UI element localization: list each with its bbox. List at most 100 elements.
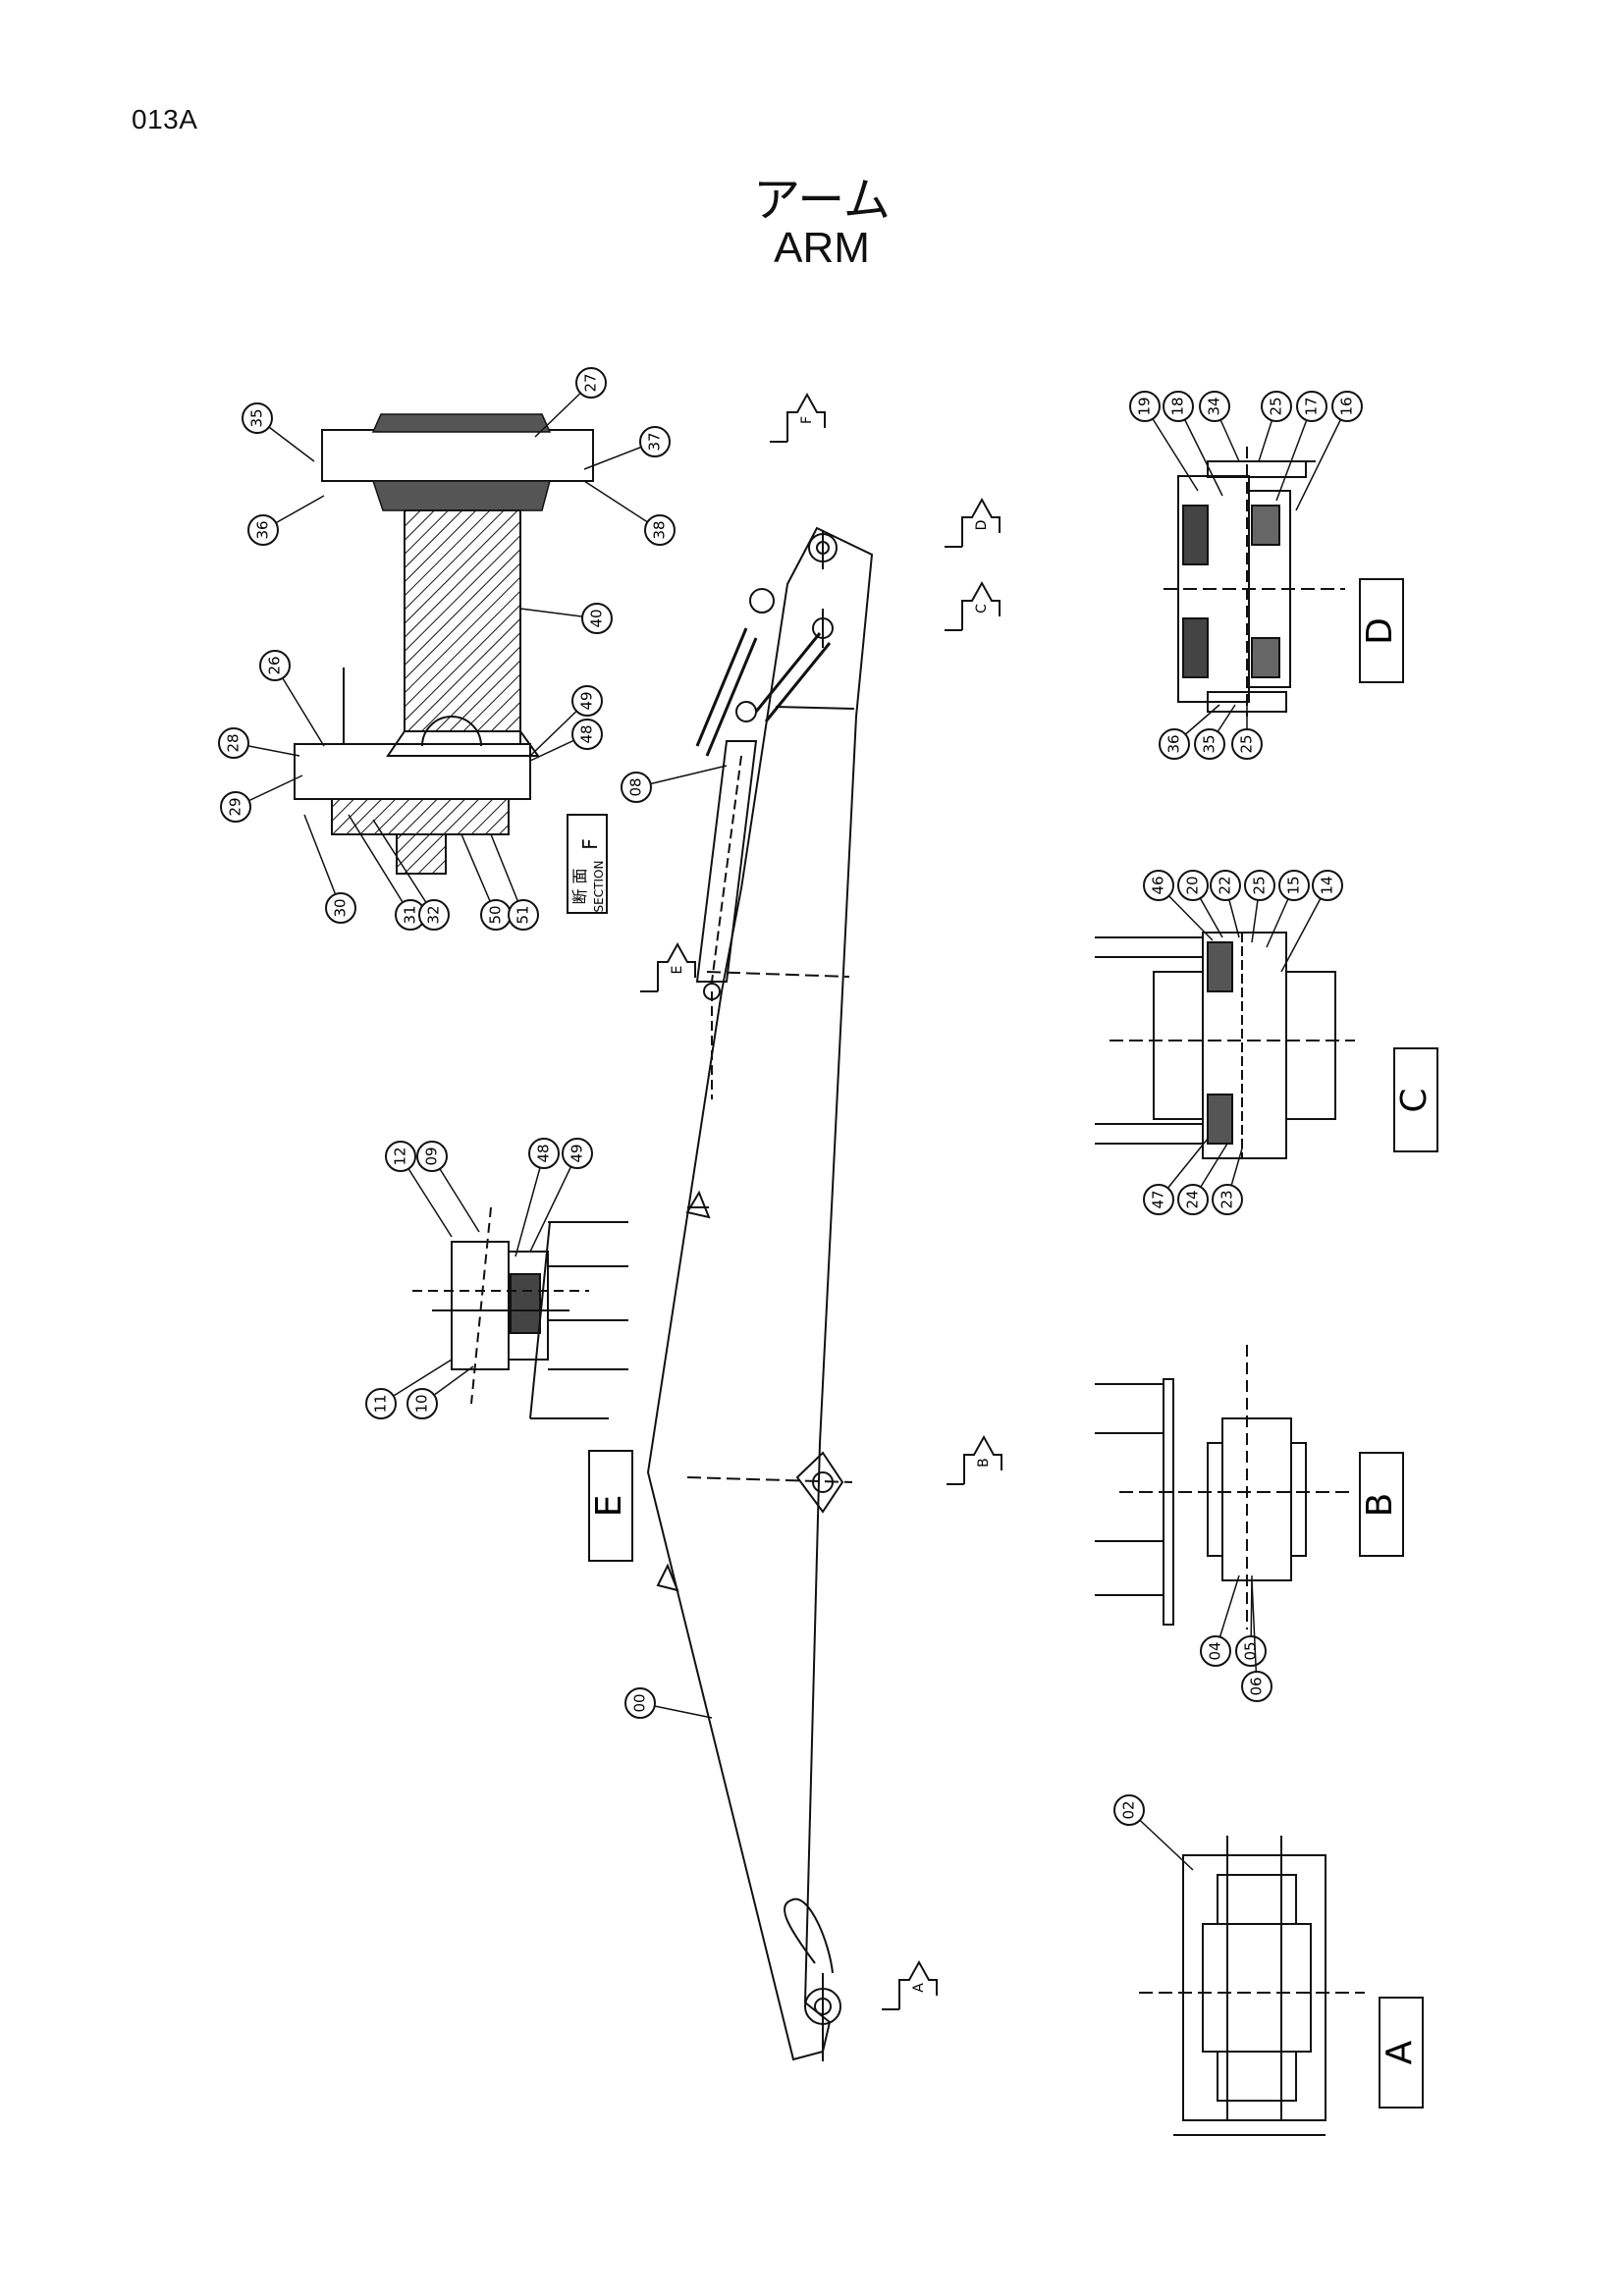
callout-number: 06 xyxy=(1248,1677,1266,1695)
callout-bubble: 27 xyxy=(534,367,607,438)
callout-number: 14 xyxy=(1319,876,1336,894)
view-label-e-text: E xyxy=(589,1495,629,1518)
view-a-drawing xyxy=(1139,1836,1365,2136)
callout-number: 11 xyxy=(372,1394,390,1413)
callout-bubble: 46 xyxy=(1143,870,1214,941)
callout-number: 25 xyxy=(1268,397,1285,415)
callout-number: 24 xyxy=(1184,1190,1202,1208)
view-label-a: A xyxy=(1379,1997,1424,2109)
callout-number: 00 xyxy=(631,1693,649,1712)
view-arrow-letter: F xyxy=(799,416,815,424)
view-arrow-marker: B xyxy=(947,1434,1002,1485)
page-code: 013A xyxy=(132,104,198,134)
view-c-drawing xyxy=(1095,932,1355,1159)
callout-bubble: 48 xyxy=(529,719,603,762)
callout-number: 17 xyxy=(1303,397,1321,415)
callout-number: 48 xyxy=(535,1144,553,1162)
view-arrow-marker: F xyxy=(770,392,826,443)
callout-bubble: 34 xyxy=(1199,391,1240,462)
callout-bubble: 26 xyxy=(259,650,325,747)
callout-number: 25 xyxy=(1238,734,1256,753)
callout-bubble: 28 xyxy=(218,727,300,759)
callout-bubble: 10 xyxy=(406,1365,474,1419)
callout-bubble: 04 xyxy=(1200,1575,1240,1667)
callout-number: 49 xyxy=(578,691,596,710)
callout-bubble: 29 xyxy=(220,774,303,823)
callout-number: 36 xyxy=(1165,734,1183,753)
callout-number: 25 xyxy=(1251,876,1269,894)
callout-bubble: 37 xyxy=(583,426,671,470)
callout-bubble: 23 xyxy=(1212,1148,1243,1215)
callout-number: 29 xyxy=(227,797,244,816)
view-label-e: E xyxy=(588,1450,633,1562)
view-label-a-text: A xyxy=(1380,2040,1420,2064)
callout-number: 02 xyxy=(1120,1800,1138,1819)
callout-bubble: 11 xyxy=(365,1359,453,1419)
callout-bubble: 25 xyxy=(1231,705,1263,760)
callout-number: 05 xyxy=(1242,1641,1260,1660)
callout-bubble: 06 xyxy=(1241,1579,1272,1702)
callout-number: 40 xyxy=(588,609,606,627)
callout-bubble: 40 xyxy=(519,603,613,634)
callout-number: 23 xyxy=(1218,1190,1236,1208)
view-label-b: B xyxy=(1359,1452,1404,1557)
callout-bubble: 30 xyxy=(303,814,356,924)
callout-number: 28 xyxy=(225,733,243,752)
callouts: 35 36 27 37 38 40 26 49 48 28 29 30 31 32 50 51 12 09 48 49… xyxy=(218,367,1363,1871)
callout-number: 08 xyxy=(627,777,645,796)
callout-bubble: 24 xyxy=(1177,1143,1228,1215)
callout-number: 36 xyxy=(254,520,272,539)
callout-bubble: 18 xyxy=(1163,391,1223,497)
callout-bubble: 49 xyxy=(529,1138,593,1253)
section-f-label-en: SECTION xyxy=(592,861,606,913)
view-e-drawing xyxy=(412,1206,628,1419)
view-b-drawing xyxy=(1095,1345,1355,1629)
view-label-d: D xyxy=(1359,578,1404,683)
callout-number: 16 xyxy=(1338,397,1356,415)
view-arrow-letter: C xyxy=(974,604,990,614)
view-arrow-letter: D xyxy=(974,520,990,531)
callout-number: 22 xyxy=(1217,876,1234,894)
callout-number: 35 xyxy=(1201,734,1218,753)
callout-number: 47 xyxy=(1150,1190,1167,1208)
callout-number: 12 xyxy=(392,1147,409,1165)
callout-number: 18 xyxy=(1169,397,1187,415)
callout-number: 37 xyxy=(646,432,664,451)
section-f-drawing xyxy=(294,413,594,875)
callout-number: 26 xyxy=(266,656,284,674)
callout-bubble: 08 xyxy=(621,765,728,803)
view-label-d-text: D xyxy=(1360,617,1400,645)
callout-number: 49 xyxy=(568,1144,586,1162)
callout-bubble: 12 xyxy=(385,1141,453,1238)
callout-bubble: 48 xyxy=(514,1138,560,1257)
callout-bubble: 14 xyxy=(1280,870,1343,973)
callout-bubble: 22 xyxy=(1210,870,1241,938)
view-arrow-letter: E xyxy=(670,966,685,975)
callout-number: 51 xyxy=(514,905,532,924)
callout-bubble: 25 xyxy=(1258,391,1292,462)
page-title-japanese: アーム xyxy=(753,173,891,228)
callout-number: 31 xyxy=(402,905,419,924)
section-f-label-letter: F xyxy=(578,838,602,850)
view-d-drawing xyxy=(1164,447,1345,717)
callout-bubble: 36 xyxy=(1159,704,1220,760)
callout-number: 32 xyxy=(425,905,443,924)
view-arrow-letter: A xyxy=(911,1983,927,1993)
callout-bubble: 38 xyxy=(583,480,676,546)
view-arrow-marker: C xyxy=(945,580,1001,631)
callout-bubble: 25 xyxy=(1244,870,1275,943)
callout-number: 27 xyxy=(582,373,600,392)
callout-bubble: 31 xyxy=(348,814,426,931)
callout-bubble: 15 xyxy=(1266,870,1310,948)
view-label-c: C xyxy=(1393,1047,1438,1152)
view-arrow-letter: B xyxy=(976,1458,992,1468)
callout-number: 50 xyxy=(487,905,505,924)
callout-bubble: 51 xyxy=(490,833,539,931)
callout-bubble: 16 xyxy=(1295,391,1363,511)
view-arrow-marker: D xyxy=(945,497,1001,548)
callout-bubble: 36 xyxy=(247,495,325,546)
callout-number: 15 xyxy=(1285,876,1303,894)
callout-number: 09 xyxy=(423,1147,441,1165)
callout-number: 10 xyxy=(413,1394,431,1413)
